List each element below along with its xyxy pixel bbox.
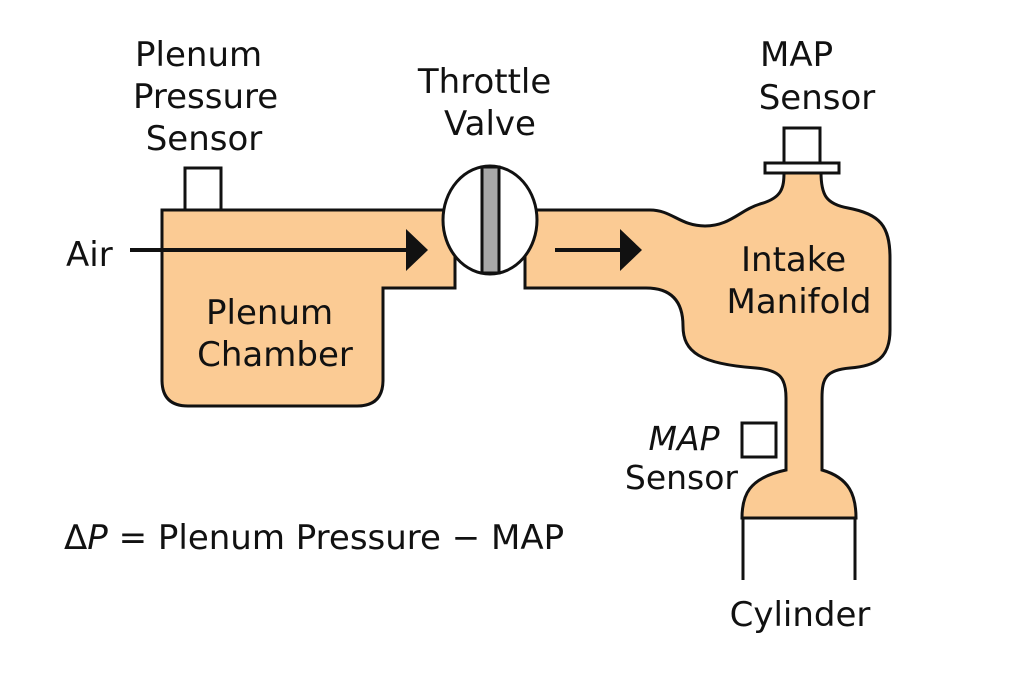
plenum-pressure-sensor-label: Plenum Pressure Sensor — [133, 35, 289, 159]
label-line: Sensor — [759, 78, 876, 118]
throttle-valve-label: Throttle Valve — [417, 62, 562, 144]
label-line: Chamber — [197, 335, 353, 375]
label-line: Pressure — [133, 77, 278, 117]
pressure-difference-equation: ΔP = Plenum Pressure − MAP — [64, 518, 564, 558]
label-line: Manifold — [727, 282, 872, 322]
map-sensor-runner-label: MAP Sensor — [625, 419, 739, 497]
equation-rhs: = Plenum Pressure − MAP — [108, 518, 564, 558]
map-sensor-runner-icon — [740, 421, 778, 459]
label-line: Sensor — [146, 119, 263, 159]
intake-manifold-label: Intake Manifold — [727, 240, 872, 322]
map-sensor-top-label: MAP Sensor — [759, 35, 876, 118]
intake-manifold-body — [523, 170, 892, 520]
cylinder-label: Cylinder — [730, 595, 871, 635]
throttle-plate — [480, 165, 501, 275]
label-line: Plenum — [135, 35, 262, 75]
delta-symbol: Δ — [64, 518, 87, 558]
throttle-valve — [441, 164, 539, 276]
plenum-chamber-body — [160, 208, 457, 408]
air-flow-arrow — [130, 229, 428, 271]
flow-arrow-to-manifold — [555, 229, 642, 271]
air-label: Air — [66, 235, 113, 275]
plenum-chamber-label: Plenum Chamber — [197, 293, 353, 375]
label-line: MAP — [649, 419, 720, 458]
plenum-pressure-sensor-icon — [183, 166, 223, 212]
label-line: Plenum — [206, 293, 333, 333]
label-line: Sensor — [625, 458, 739, 497]
label-line: MAP — [760, 35, 833, 75]
label-line: Intake — [741, 240, 846, 280]
label-line: Throttle — [417, 62, 551, 102]
map-sensor-top-icon — [763, 126, 841, 175]
label-line: Valve — [444, 104, 536, 144]
p-symbol: P — [87, 518, 108, 558]
